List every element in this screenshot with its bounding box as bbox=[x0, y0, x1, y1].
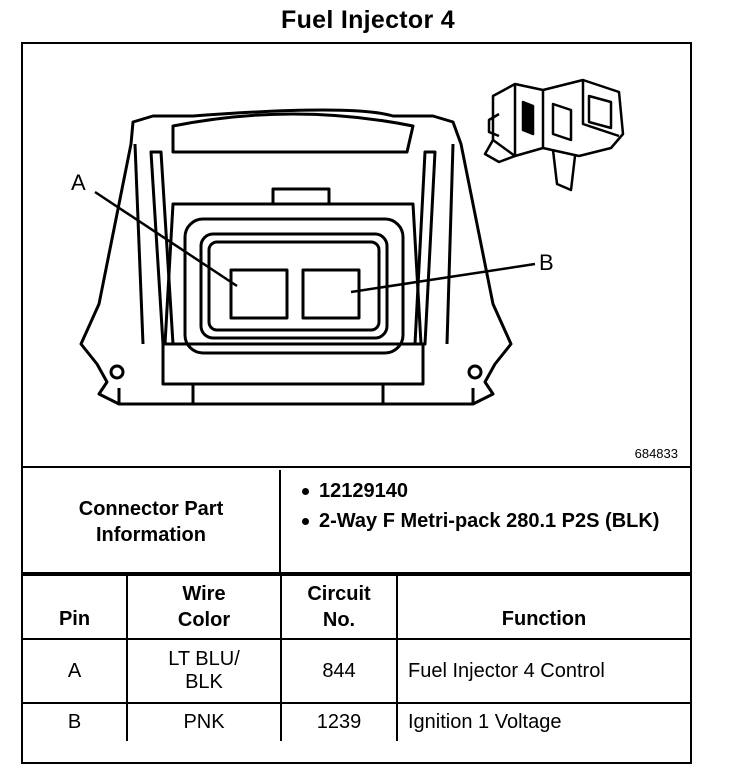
connector-info-label: Connector Part Information bbox=[23, 470, 281, 574]
connector-info-row: Connector Part Information 12129140 2-Wa… bbox=[23, 470, 690, 574]
header-circuit: Circuit No. bbox=[280, 574, 398, 640]
page-title: Fuel Injector 4 bbox=[281, 6, 455, 34]
cell-function: Ignition 1 Voltage bbox=[396, 702, 690, 741]
connector-info-label-line2: Information bbox=[96, 524, 206, 546]
pin-b-callout: B bbox=[539, 250, 554, 275]
cell-circuit: 844 bbox=[280, 638, 398, 704]
cell-wire-color-line1: LT BLU/ bbox=[168, 648, 240, 670]
pin-a-callout: A bbox=[71, 170, 86, 195]
cell-circuit: 1239 bbox=[280, 702, 398, 741]
cell-wire-color: LT BLU/ BLK bbox=[126, 638, 282, 704]
header-wire-color-line1: Wire bbox=[182, 583, 226, 605]
figure-number: 684833 bbox=[634, 446, 678, 461]
header-wire-color: Wire Color bbox=[126, 574, 282, 640]
table-header-row: Pin Wire Color Circuit No. Function bbox=[23, 574, 690, 640]
cell-function: Fuel Injector 4 Control bbox=[396, 638, 690, 704]
pinout-table: Pin Wire Color Circuit No. Function A LT… bbox=[23, 574, 690, 741]
header-pin: Pin bbox=[23, 574, 128, 640]
table-row: A LT BLU/ BLK 844 Fuel Injector 4 Contro… bbox=[23, 638, 690, 704]
cell-wire-color: PNK bbox=[126, 702, 282, 741]
connector-face-illustration bbox=[79, 78, 625, 406]
part-number: 12129140 bbox=[289, 478, 684, 504]
header-circuit-line2: No. bbox=[322, 609, 356, 631]
cell-wire-color-line2: BLK bbox=[185, 671, 223, 693]
table-row: B PNK 1239 Ignition 1 Voltage bbox=[23, 702, 690, 741]
cell-pin: B bbox=[23, 702, 128, 741]
header-circuit-line1: Circuit bbox=[307, 583, 371, 605]
cell-pin: A bbox=[23, 638, 128, 704]
connector-info-list: 12129140 2-Way F Metri-pack 280.1 P2S (B… bbox=[289, 478, 684, 538]
connector-drawing: A B 684833 bbox=[23, 44, 690, 468]
header-function: Function bbox=[396, 574, 690, 640]
connector-description: 2-Way F Metri-pack 280.1 P2S (BLK) bbox=[289, 508, 684, 534]
connector-sheet: A B 684833 Connector Part Information 12… bbox=[21, 42, 692, 764]
header-wire-color-line2: Color bbox=[177, 609, 231, 631]
connector-info-label-line1: Connector Part bbox=[78, 498, 224, 520]
